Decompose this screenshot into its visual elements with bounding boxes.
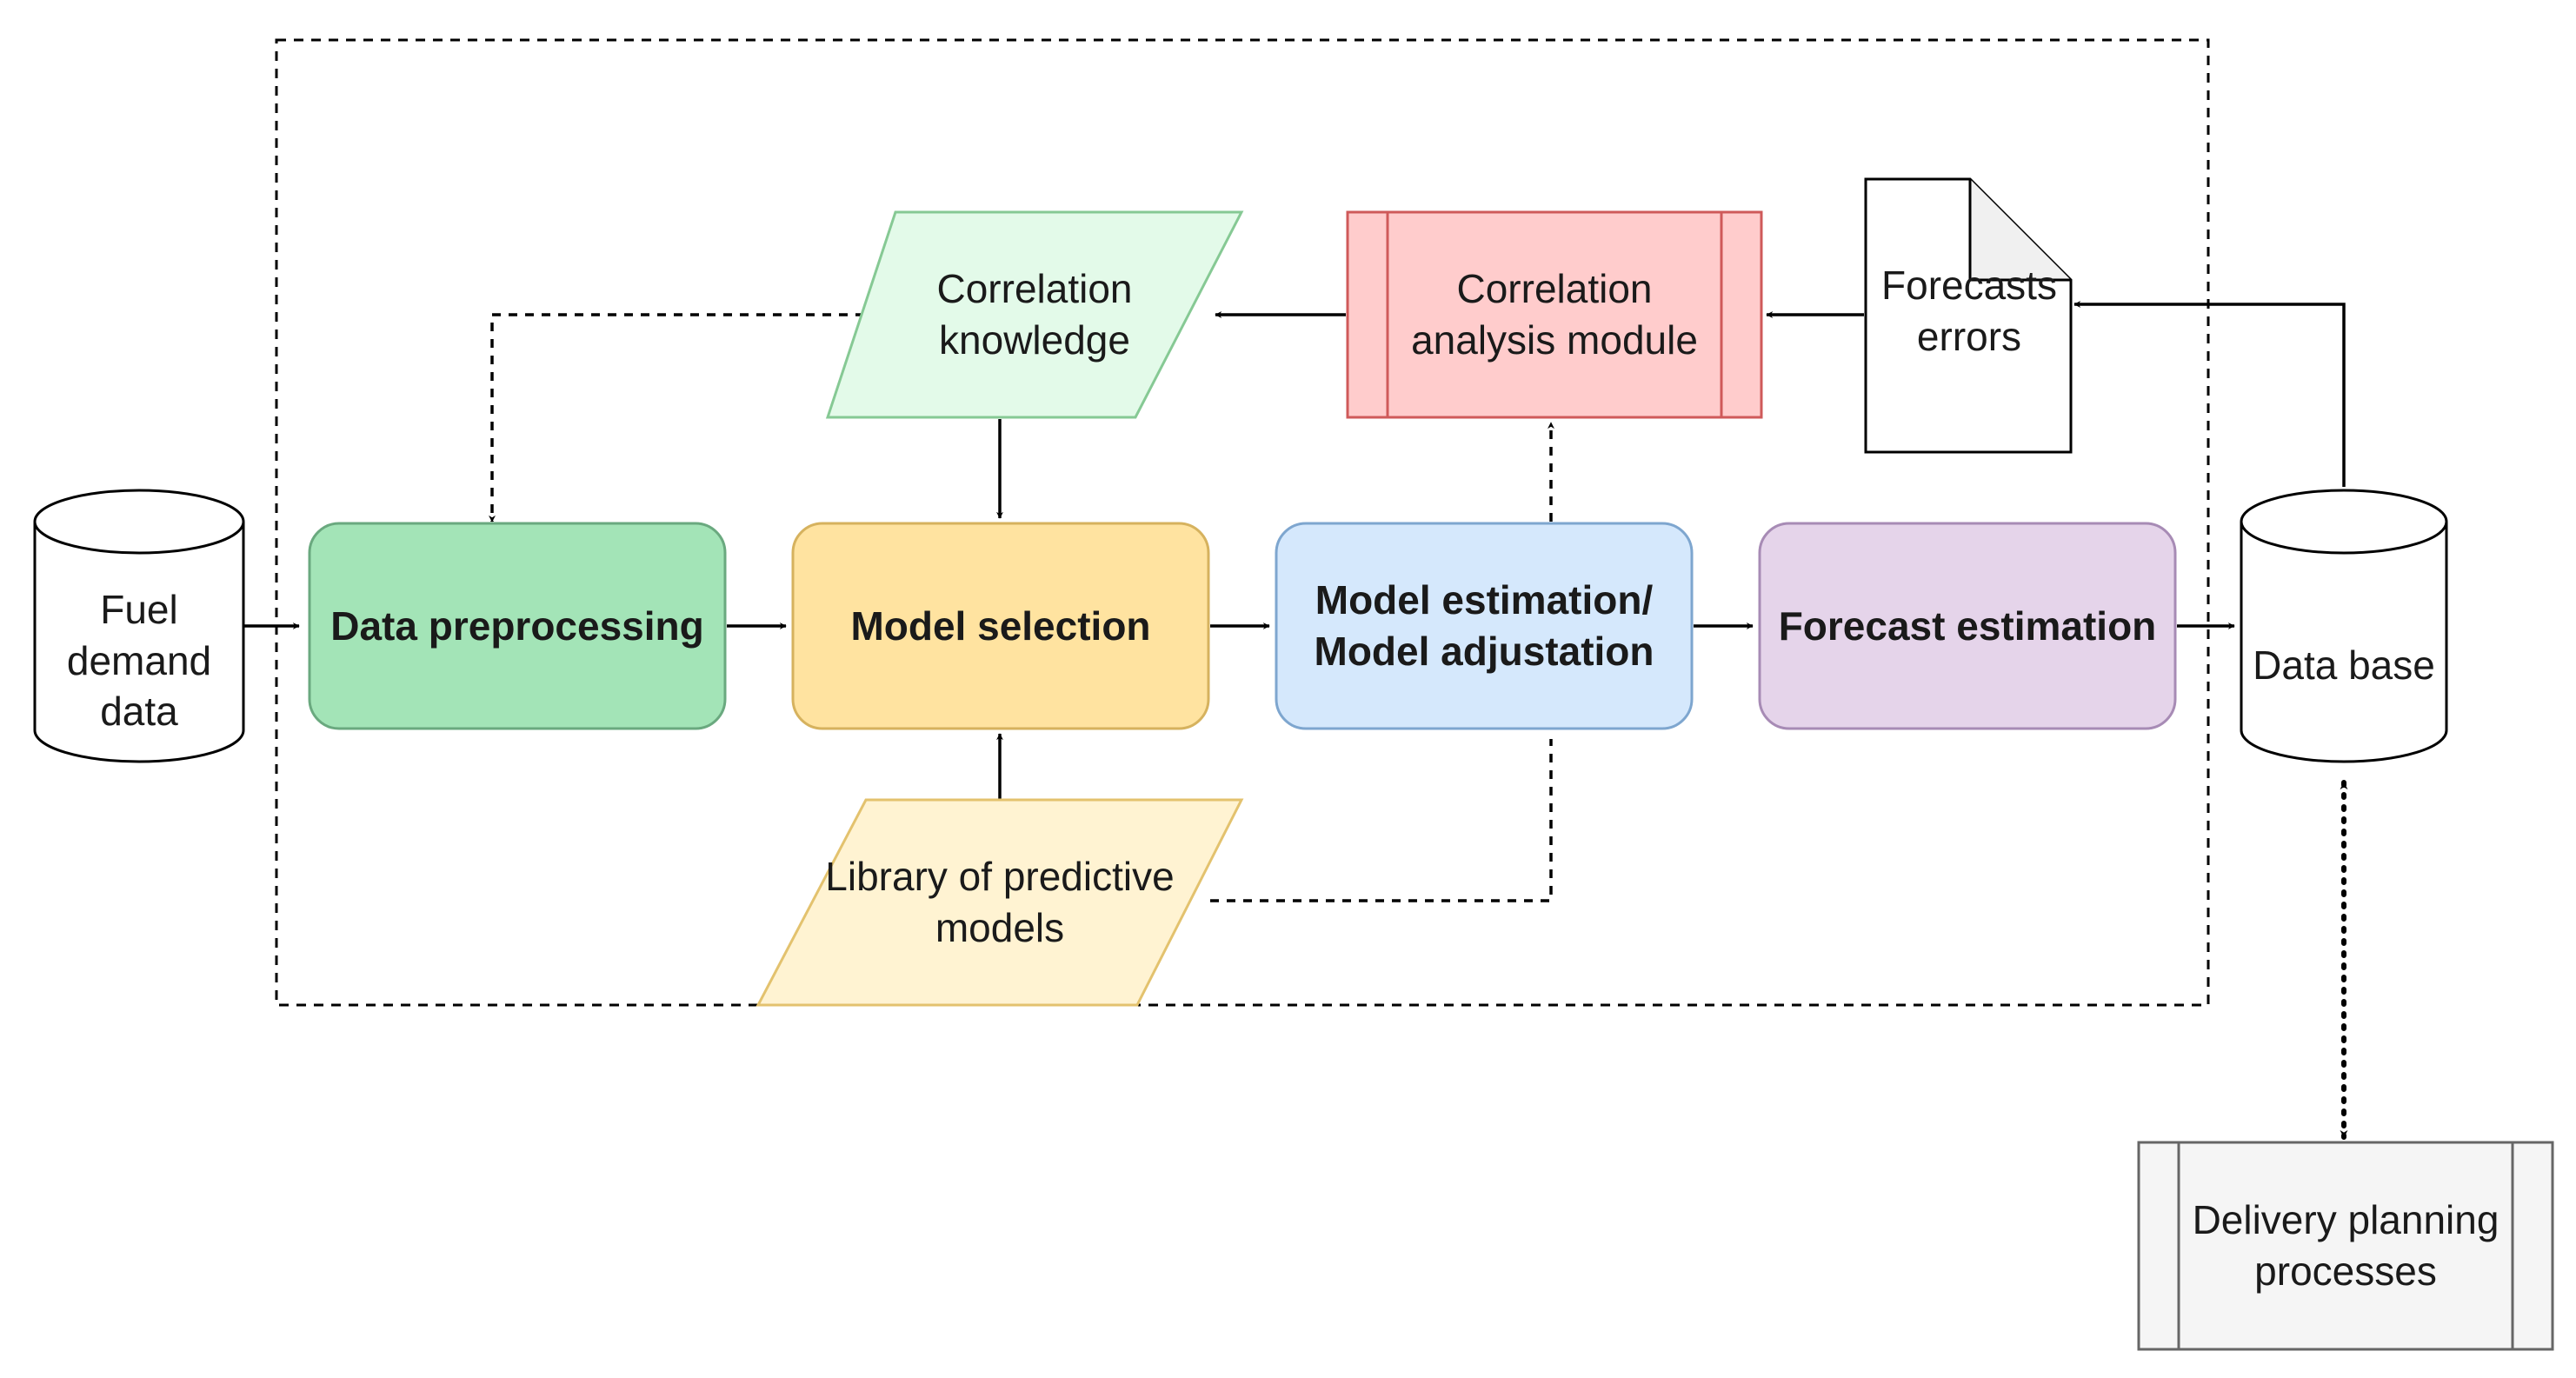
fuel-demand-data-label: Fuel demand data xyxy=(66,586,212,735)
data-preprocessing-node xyxy=(308,522,727,730)
correlation-knowledge-node xyxy=(825,210,1244,419)
forecast-estimation-label: Forecast estimation xyxy=(1778,602,2157,649)
model-estimation-label: Model estimation/ Model adjustation xyxy=(1314,577,1654,674)
library-of-models-node xyxy=(755,798,1244,1007)
delivery-planning-label: Delivery planning processes xyxy=(2192,1197,2499,1294)
delivery-planning-node xyxy=(2137,1141,2554,1351)
model-selection-node xyxy=(791,522,1210,730)
model-estimation-node xyxy=(1275,522,1694,730)
correlation-analysis-module-label: Correlation analysis module xyxy=(1411,266,1698,363)
forecast-estimation-node xyxy=(1758,522,2177,730)
data-base-node xyxy=(2240,489,2448,763)
forecasts-errors-label: Forecasts errors xyxy=(1881,263,2057,359)
model-selection-label: Model selection xyxy=(850,602,1151,649)
data-base-label: Data base xyxy=(2253,642,2435,688)
data-preprocessing-label: Data preprocessing xyxy=(330,602,704,649)
correlation-analysis-module-node xyxy=(1346,210,1763,419)
edge-knowledge-to-preprocessing xyxy=(489,313,864,523)
forecasts-errors-node xyxy=(1864,177,2073,454)
correlation-knowledge-label: Correlation knowledge xyxy=(936,266,1133,363)
edge-database-to-errors xyxy=(2073,301,2346,487)
edge-library-to-analysis xyxy=(1210,739,1553,902)
library-of-models-label: Library of predictive models xyxy=(825,854,1175,950)
system-boundary xyxy=(275,38,2210,1007)
fuel-demand-data-node xyxy=(33,489,245,763)
connectors xyxy=(243,301,2348,1140)
